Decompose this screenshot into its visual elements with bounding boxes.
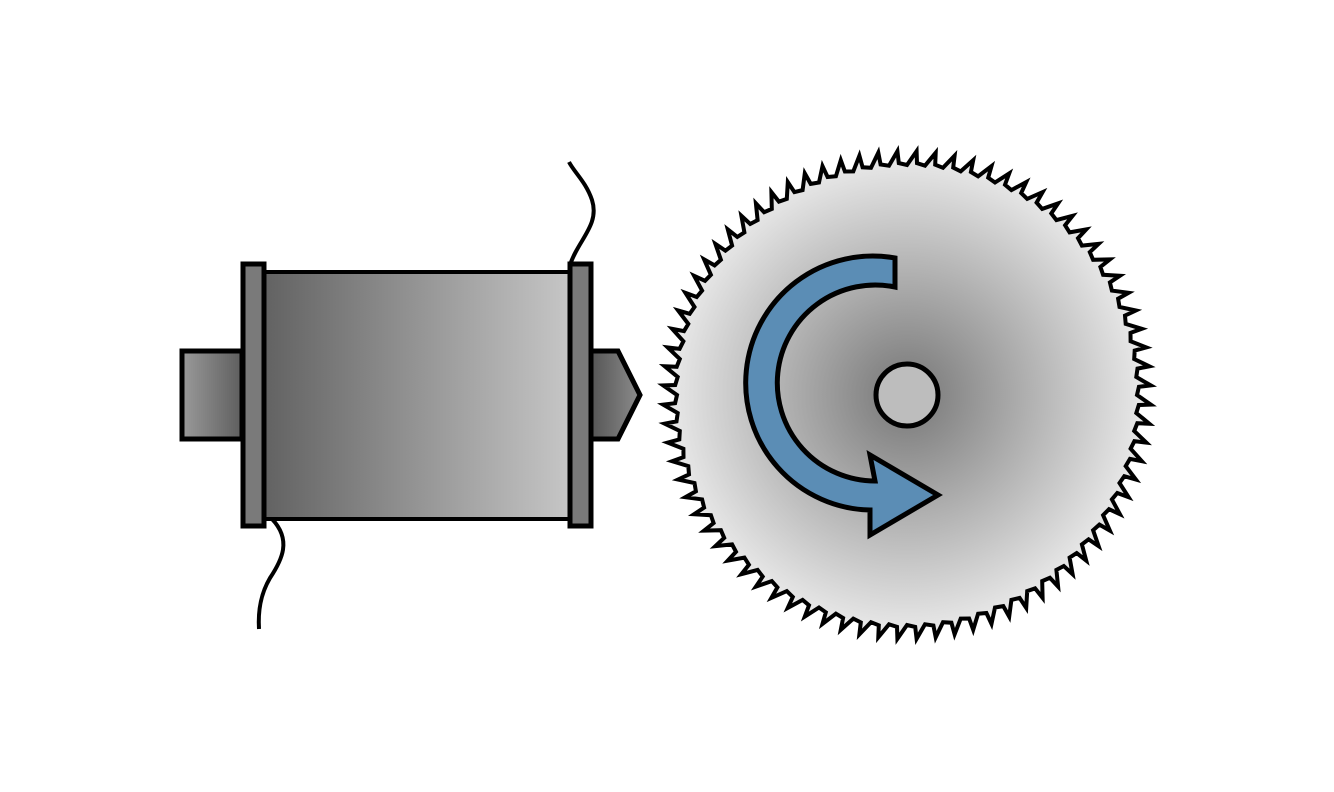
motor-wire-top bbox=[567, 161, 596, 266]
saw-blade bbox=[656, 144, 1158, 646]
rotation-arrow-icon bbox=[743, 253, 943, 540]
saw-hub bbox=[873, 361, 941, 429]
motor-wire-bottom bbox=[256, 517, 286, 630]
motor-flange-right bbox=[567, 261, 594, 529]
motor-shaft-right bbox=[588, 348, 643, 442]
motor-body bbox=[262, 270, 572, 521]
motor-flange-left bbox=[240, 261, 267, 529]
motor-shaft-left bbox=[179, 348, 245, 442]
motor bbox=[179, 161, 643, 630]
